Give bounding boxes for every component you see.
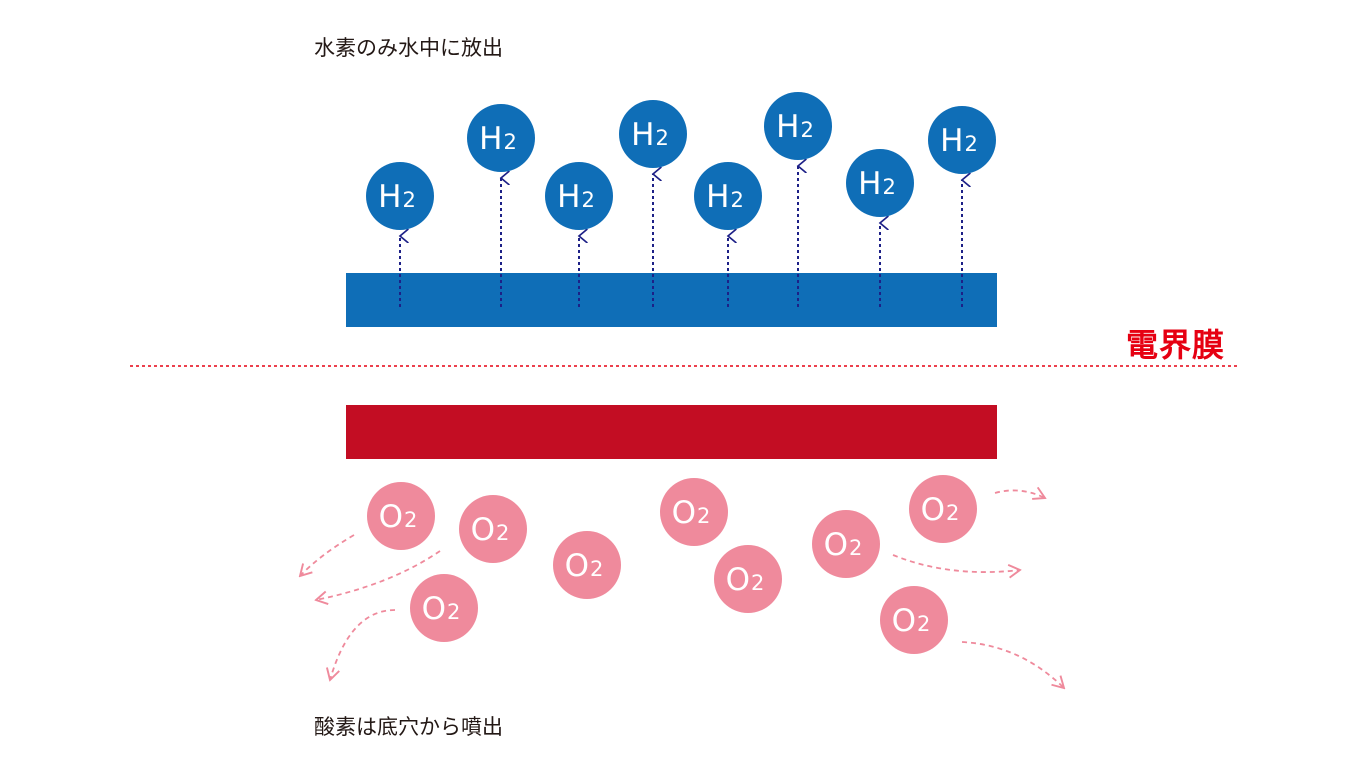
oxygen-molecule-circle: [714, 545, 782, 613]
membrane-label: 電界膜: [1126, 326, 1226, 364]
oxygen-escape-arrow: [330, 609, 396, 680]
hydrogen-molecule-circle: [619, 100, 687, 168]
oxygen-molecule-circle: [660, 478, 728, 546]
hydrogen-molecule-circle: [846, 149, 914, 217]
oxygen-escape-arrow: [300, 534, 355, 576]
cathode-plate: [346, 273, 997, 327]
hydrogen-molecule-formula: H2: [940, 123, 978, 159]
hydrogen-release-label: 水素のみ水中に放出: [314, 36, 503, 60]
hydrogen-molecule: H2: [545, 162, 613, 230]
oxygen-molecule: O2: [714, 545, 782, 613]
oxygen-molecule-circle: [459, 495, 527, 563]
oxygen-molecule: O2: [880, 586, 948, 654]
oxygen-escape-arrow: [316, 550, 441, 600]
oxygen-molecule-circle: [410, 574, 478, 642]
hydrogen-molecule: H2: [846, 149, 914, 217]
hydrogen-molecule-circle: [366, 162, 434, 230]
oxygen-release-label: 酸素は底穴から噴出: [314, 715, 503, 739]
oxygen-escape-arrow: [961, 641, 1064, 688]
hydrogen-molecule: H2: [928, 106, 996, 174]
oxygen-molecule: O2: [660, 478, 728, 546]
hydrogen-molecule-formula: H2: [479, 121, 517, 157]
oxygen-molecule-circle: [909, 475, 977, 543]
oxygen-molecule: O2: [459, 495, 527, 563]
hydrogen-molecule-circle: [694, 162, 762, 230]
hydrogen-molecule-circle: [545, 162, 613, 230]
hydrogen-molecule: H2: [366, 162, 434, 230]
hydrogen-molecule-circle: [467, 104, 535, 172]
oxygen-escape-arrow: [994, 490, 1045, 498]
oxygen-molecule-circle: [553, 531, 621, 599]
oxygen-molecule-formula: O2: [422, 591, 461, 627]
oxygen-molecule-formula: O2: [921, 492, 960, 528]
oxygen-molecule: O2: [812, 510, 880, 578]
hydrogen-molecule: H2: [694, 162, 762, 230]
hydrogen-molecule-circle: [928, 106, 996, 174]
oxygen-molecule: O2: [553, 531, 621, 599]
hydrogen-molecule-circle: [764, 92, 832, 160]
oxygen-molecule-circle: [812, 510, 880, 578]
anode-plate: [346, 405, 997, 459]
oxygen-molecule-circle: [880, 586, 948, 654]
oxygen-molecule: O2: [909, 475, 977, 543]
oxygen-escape-arrow: [892, 554, 1020, 572]
oxygen-molecule-circle: [367, 482, 435, 550]
hydrogen-molecule: H2: [764, 92, 832, 160]
hydrogen-molecule: H2: [467, 104, 535, 172]
oxygen-molecule: O2: [410, 574, 478, 642]
hydrogen-molecule: H2: [619, 100, 687, 168]
oxygen-molecule: O2: [367, 482, 435, 550]
